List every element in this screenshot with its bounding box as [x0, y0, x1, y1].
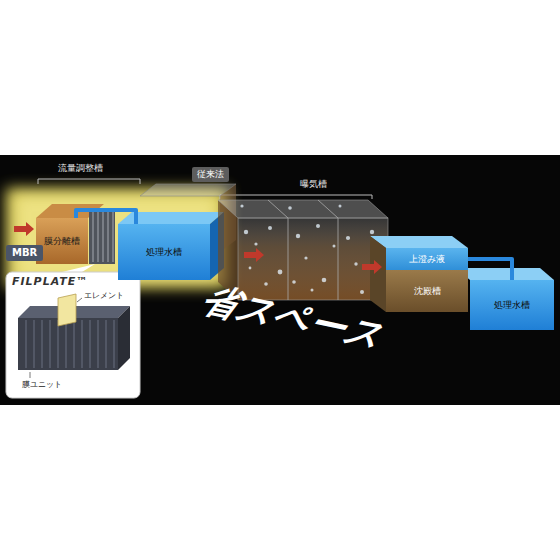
membrane-unit: [42, 320, 43, 368]
air-bubble: [264, 282, 268, 286]
membrane-unit: [82, 320, 83, 368]
leader-line: [77, 298, 82, 302]
sedimentation-tank: [456, 268, 554, 280]
mbr-tanks: [108, 212, 109, 262]
tank-name: 処理水槽: [494, 300, 530, 311]
membrane-unit: [26, 320, 27, 368]
water-pipe: [468, 259, 512, 280]
mbr-glow: [16, 196, 216, 280]
method-badge: 従来法: [192, 167, 229, 182]
supernatant-layer: 上澄み液: [386, 248, 468, 270]
membrane-unit: [114, 320, 115, 368]
flow-arrow: [14, 222, 34, 236]
membrane-unit: [26, 320, 114, 368]
air-bubble: [339, 205, 342, 208]
part-label: 膜ユニット: [22, 380, 62, 390]
separation-tank: 膜分離槽: [36, 218, 88, 264]
membrane-unit: [18, 294, 130, 370]
air-bubble: [354, 262, 357, 265]
flow-arrow: [244, 248, 264, 262]
mbr-tanks: [118, 212, 224, 224]
sedimentation-tank: [370, 236, 468, 248]
membrane-unit: [106, 320, 107, 368]
air-bubble: [288, 206, 292, 210]
membrane-unit: [34, 320, 35, 368]
aeration-tank: [268, 200, 288, 218]
air-bubble: [296, 234, 300, 238]
air-bubble: [360, 290, 364, 294]
air-bubble: [254, 242, 257, 245]
leader-line: [30, 298, 82, 378]
product-logo: FILPLATE™: [12, 275, 88, 288]
aeration-tank: [268, 200, 338, 300]
air-bubble: [268, 226, 272, 230]
method-tag: MBR: [6, 245, 43, 261]
air-bubble: [316, 224, 320, 228]
background: [0, 155, 560, 405]
air-bubble: [240, 204, 379, 294]
air-bubble: [249, 267, 252, 270]
treated-water-tank: 処理水槽: [470, 280, 554, 330]
air-bubble: [240, 204, 243, 207]
tank-name: 沈殿槽: [414, 286, 441, 297]
membrane-unit: [90, 320, 91, 368]
inset-panel: [62, 264, 95, 272]
membrane-unit: [98, 320, 99, 368]
aeration-tank: [338, 218, 339, 300]
sedimentation-tank: [370, 236, 554, 312]
flow-arrow: [362, 260, 382, 274]
mbr-tanks: [113, 212, 114, 262]
bracket: [38, 179, 372, 199]
inset-panel: [6, 272, 140, 398]
membrane-unit: [118, 306, 130, 370]
air-bubble: [322, 278, 327, 283]
air-bubble: [346, 236, 350, 240]
mbr-tanks: [93, 212, 113, 262]
tank-name: 膜分離槽: [44, 236, 80, 247]
bracket: [220, 195, 372, 199]
membrane-unit: [58, 294, 76, 326]
mbr-tanks: [89, 210, 115, 264]
bracket: [38, 179, 140, 184]
membrane-unit: [18, 318, 118, 370]
aeration-tank: [218, 200, 388, 218]
sedimentation-tank: 沈殿槽: [386, 270, 468, 312]
mbr-tanks: [93, 212, 94, 262]
mbr-tanks: [98, 212, 99, 262]
air-bubble: [278, 270, 283, 275]
tank-name: 上澄み液: [409, 254, 445, 265]
part-label: エレメント: [84, 291, 124, 301]
leader-line: [30, 372, 31, 378]
sedimentation-tank: [370, 236, 386, 312]
air-bubble: [304, 256, 307, 259]
aeration-tank: [288, 218, 289, 300]
tank-label: 流量調整槽: [58, 163, 103, 174]
tank-name: 処理水槽: [146, 247, 182, 258]
air-bubble: [292, 280, 296, 284]
aeration-tank: [318, 200, 338, 218]
treated-water-tank: 処理水槽: [118, 224, 210, 280]
tank-label: 曝気槽: [300, 179, 327, 190]
air-bubble: [311, 289, 314, 292]
membrane-unit: [66, 320, 67, 368]
conventional-flow-tank: [140, 184, 236, 196]
inset-panel: [6, 264, 140, 398]
membrane-unit: [50, 320, 51, 368]
mbr-tanks: [36, 204, 224, 280]
air-bubble: [244, 230, 248, 234]
mbr-tanks: [103, 212, 104, 262]
membrane-unit: [58, 320, 59, 368]
air-bubble: [333, 245, 336, 248]
membrane-unit: [74, 320, 75, 368]
air-bubble: [370, 230, 374, 234]
